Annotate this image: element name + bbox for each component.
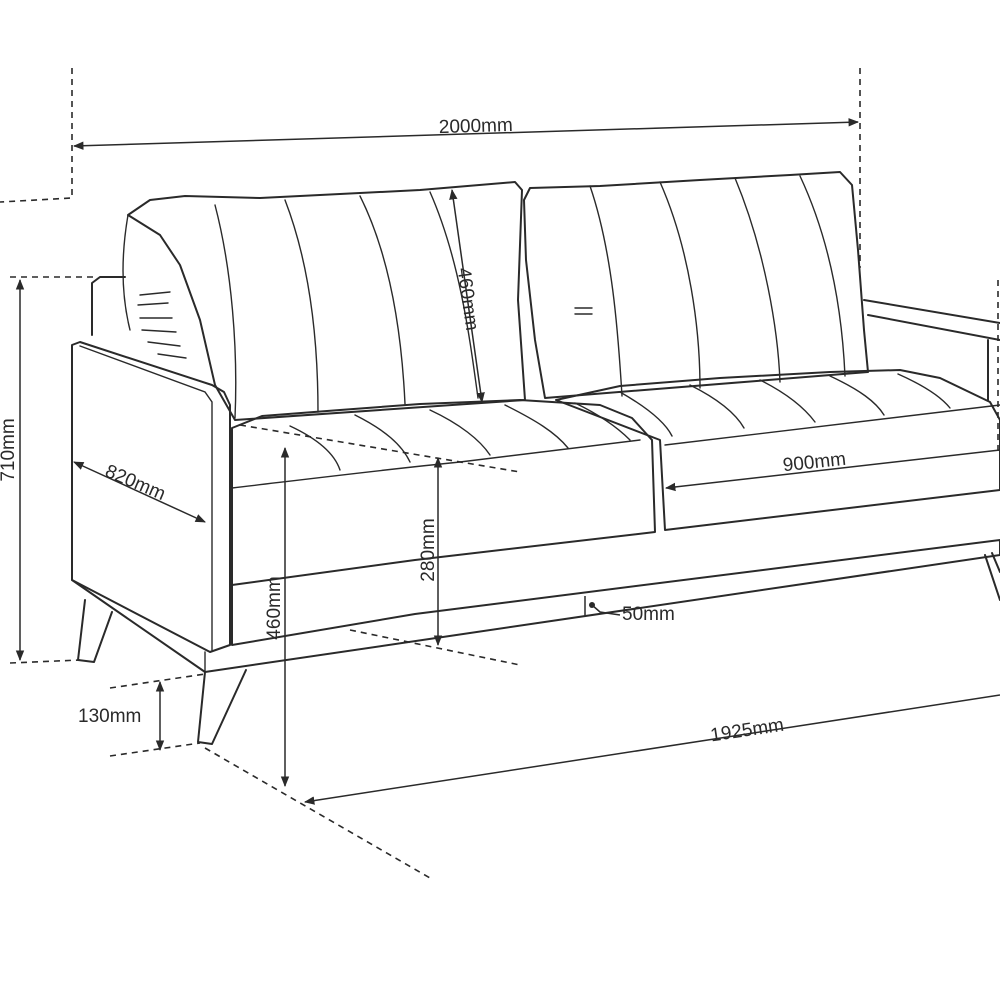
- label-inner-width: 1925mm: [709, 715, 785, 747]
- label-back-cushion-height: 460mm: [453, 266, 483, 332]
- label-leg-height: 130mm: [78, 706, 141, 727]
- left-back-cushion: [127, 181, 526, 421]
- dim-line-inner-width: [303, 694, 1000, 805]
- leg-back-left: [77, 599, 113, 663]
- dim-line-depth: [73, 461, 206, 523]
- right-seat-cushion: [555, 369, 1000, 531]
- label-seat-cushion-width: 900mm: [782, 449, 847, 477]
- sofa-outline: [71, 171, 1000, 745]
- extension-lines: [0, 68, 999, 879]
- right-armrest: [863, 299, 1000, 401]
- gap-leader: [591, 604, 621, 616]
- dim-line-back-cushion: [449, 188, 485, 404]
- gap-leader-dot: [589, 602, 595, 608]
- dim-line-seat-cushion: [664, 449, 1000, 492]
- right-back-cushion: [523, 171, 869, 399]
- label-overall-height: 710mm: [0, 418, 19, 481]
- leg-front-left: [197, 669, 247, 745]
- label-seat-depth: 280mm: [418, 518, 439, 581]
- dimension-labels: 2000mm 710mm 460mm 820mm 900mm 280mm 460…: [0, 115, 847, 746]
- left-armrest: [71, 341, 231, 653]
- label-overall-width: 2000mm: [439, 115, 514, 138]
- label-depth: 820mm: [102, 461, 169, 505]
- leg-front-right: [984, 552, 1000, 601]
- label-seat-height: 460mm: [264, 576, 285, 639]
- left-seat-cushion: [231, 399, 656, 586]
- dimension-lines: [15, 118, 1000, 805]
- label-gap: 50mm: [622, 604, 675, 625]
- dim-line-overall-width: [72, 118, 860, 150]
